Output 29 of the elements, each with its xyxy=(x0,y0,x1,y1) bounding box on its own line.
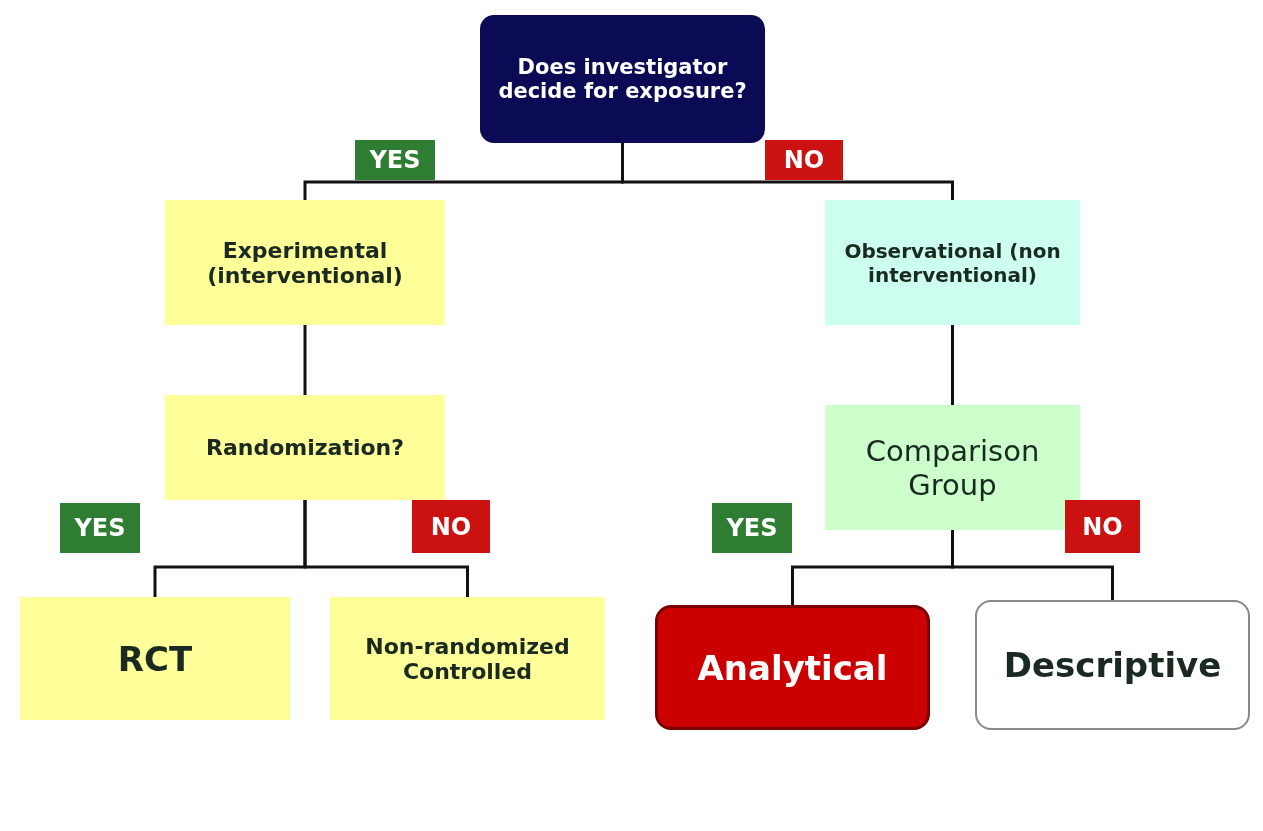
connector-line xyxy=(303,325,307,395)
node-text: Randomization? xyxy=(206,435,404,460)
node-text: Experimental (interventional) xyxy=(206,237,404,288)
decision-box xyxy=(480,15,765,143)
process-box xyxy=(165,200,445,325)
connector-line xyxy=(303,500,469,597)
node-text: Does investigator decide for exposure? xyxy=(497,55,748,103)
result-box xyxy=(330,597,605,720)
decision-box xyxy=(825,405,1080,530)
answer-tag: NO xyxy=(765,140,843,180)
node-text: Non-randomized Controlled xyxy=(364,633,571,684)
result-box xyxy=(20,597,290,720)
answer-tag: NO xyxy=(412,500,490,553)
node-text: Comparison Group xyxy=(864,433,1041,502)
process-box xyxy=(825,200,1080,325)
result-box xyxy=(975,600,1250,730)
answer-tag: YES xyxy=(60,503,140,553)
decision-box xyxy=(165,395,445,500)
connector-line xyxy=(951,325,954,405)
result-box xyxy=(655,605,930,730)
answer-tag: YES xyxy=(712,503,792,553)
answer-tag: NO xyxy=(1065,500,1140,553)
node-text: RCT xyxy=(117,638,193,679)
node-text: Observational (non interventional) xyxy=(843,238,1062,287)
node-text: Analytical xyxy=(697,647,888,688)
answer-tag: YES xyxy=(355,140,435,180)
connector-line xyxy=(951,530,1114,600)
connector-line xyxy=(621,143,954,200)
node-text: Descriptive xyxy=(1003,645,1222,685)
